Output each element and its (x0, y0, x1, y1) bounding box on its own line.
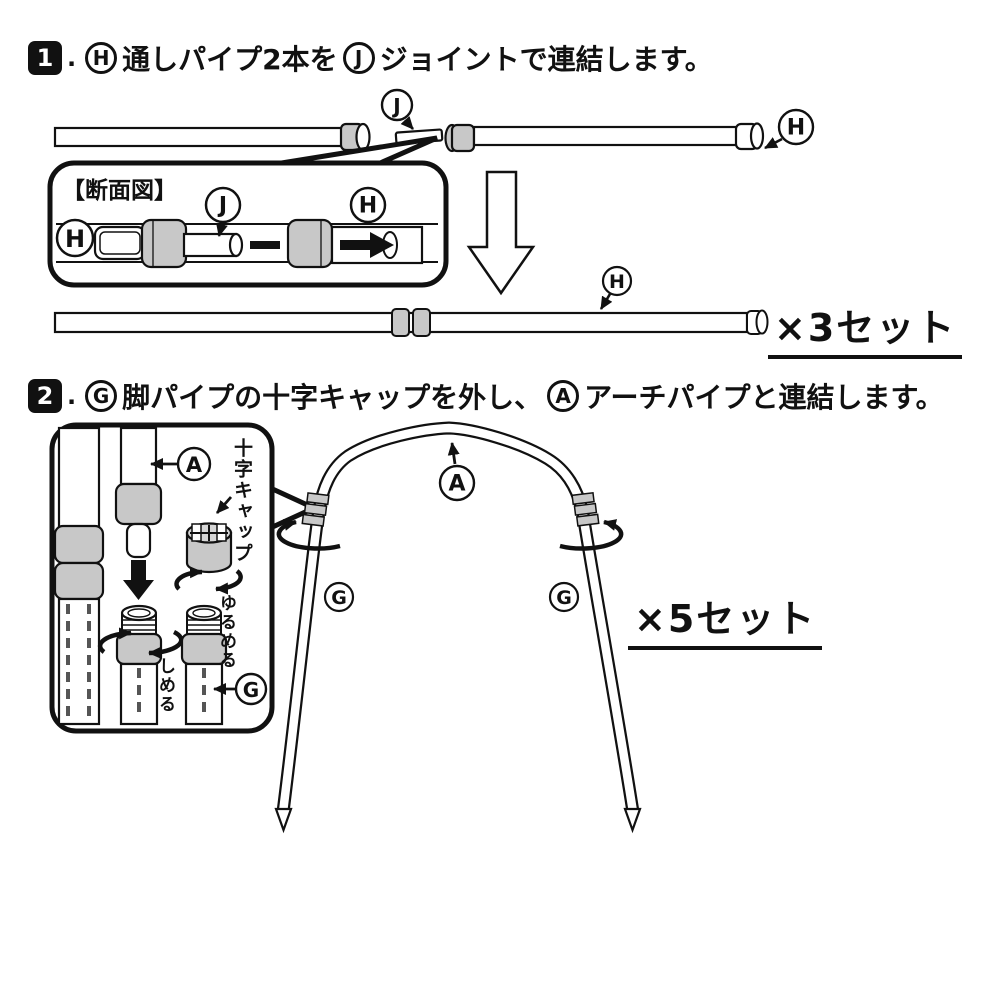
label-G-inset: G (213, 672, 268, 706)
left-joint-rotation-arrow (276, 519, 341, 551)
leg-pipe-tighten (97, 604, 184, 726)
step2-title-text-1: 脚パイプの十字キャップを外し、 (122, 381, 543, 414)
svg-text:G: G (331, 587, 347, 609)
label-J-top: J (380, 88, 414, 130)
label-H-top: H (764, 108, 815, 150)
svg-text:A: A (448, 472, 465, 497)
cross-cap-label: 十字キャップ (231, 438, 253, 564)
right-foot-spike (623, 807, 642, 834)
right-joint-bands (571, 491, 600, 527)
svg-text:G: G (556, 587, 572, 609)
svg-text:H: H (359, 194, 377, 219)
inset-content: A (53, 426, 268, 726)
svg-text:J: J (391, 94, 400, 118)
assembled-leg-pipe (53, 426, 105, 726)
svg-text:A: A (186, 453, 203, 477)
step1-title: 1 . H 通しパイプ2本を J ジョイントで連結します。 (28, 38, 713, 78)
svg-text:H: H (65, 225, 85, 253)
step1-separator: . (67, 44, 77, 72)
through-pipe-left (53, 122, 371, 152)
step2-title-text-2: アーチパイプと連結します。 (584, 381, 944, 414)
loosen-rotation-arrows (174, 566, 243, 595)
label-G-right-leg: G (548, 581, 580, 613)
svg-text:G: G (243, 678, 259, 702)
label-G-left-leg: G (323, 581, 355, 613)
leg-pipe-loosen (180, 604, 228, 726)
svg-text:H: H (787, 116, 805, 141)
step1-number-badge: 1 (28, 41, 62, 75)
arch-assembly: A G G (274, 421, 642, 834)
right-joint-rotation-arrow (559, 519, 624, 551)
label-A-inset: A (150, 446, 212, 482)
step2-diagram: A (49, 421, 642, 834)
step1-title-text-2: ジョイントで連結します。 (379, 43, 713, 76)
step2-part-label-A: A (547, 380, 580, 412)
arch-pipe-end (114, 426, 163, 559)
tighten-label: しめる (155, 657, 175, 714)
through-pipe-right (444, 122, 765, 153)
step1-diagram: H J H J (47, 88, 815, 337)
left-joint-bands (301, 492, 330, 527)
arch-pipe-core (278, 423, 638, 813)
section-label-H-right: H (349, 186, 387, 224)
insert-down-arrow (123, 560, 154, 600)
svg-text:H: H (609, 271, 625, 293)
step1-part-label-H: H (85, 42, 118, 74)
left-foot-spike (274, 807, 293, 834)
step2-number-badge: 2 (28, 379, 62, 413)
section-view-content: H J H (55, 186, 438, 269)
step2-quantity-note: ×5セット (628, 588, 823, 650)
step1-quantity-note: ×3セット (768, 297, 963, 359)
section-label-J: J (204, 186, 242, 237)
cross-cap-pointer (215, 496, 233, 514)
label-H-result: H (599, 265, 633, 310)
loosen-label: ゆるめる (216, 594, 236, 670)
section-view-title: 【断面図】 (62, 178, 177, 204)
step1-title-text-1: 通しパイプ2本を (122, 43, 338, 76)
step2-title: 2 . G 脚パイプの十字キャップを外し、 A アーチパイプと連結します。 (28, 376, 944, 416)
down-arrow (466, 170, 536, 296)
assembled-pipe (53, 308, 769, 337)
cross-cap (185, 522, 233, 574)
step2-separator: . (67, 382, 77, 410)
label-A-arch: A (438, 442, 476, 502)
svg-text:J: J (217, 194, 227, 219)
step1-part-label-J: J (342, 42, 375, 74)
step2-part-label-G: G (85, 380, 118, 412)
section-label-H-left: H (55, 218, 95, 258)
